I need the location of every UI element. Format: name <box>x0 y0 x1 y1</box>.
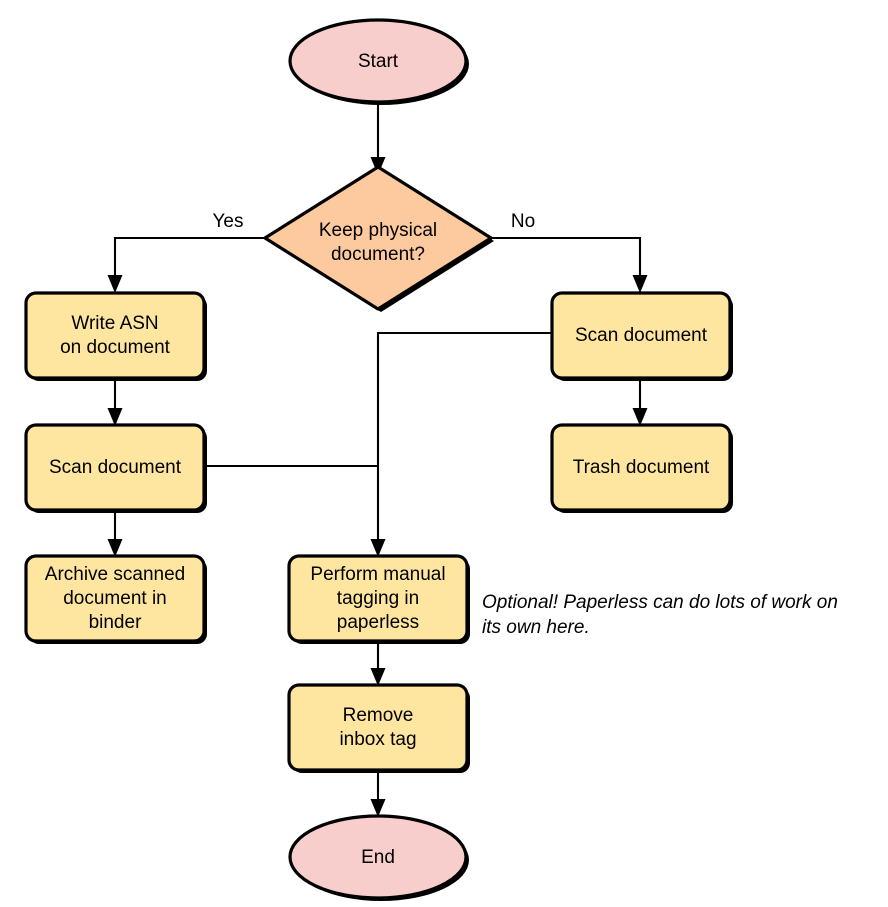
process-rect <box>287 683 469 772</box>
annotation-note-line1: Optional! Paperless can do lots of work … <box>482 592 838 613</box>
node-scan-right-label: Scan document <box>575 325 708 346</box>
node-scan-right[interactable]: Scan document <box>550 291 733 381</box>
node-start[interactable]: Start <box>288 18 469 105</box>
arrowhead-icon <box>370 539 386 557</box>
node-scan-left[interactable]: Scan document <box>24 423 207 513</box>
process-rect <box>24 291 206 380</box>
edge-label-no: No <box>511 211 535 232</box>
node-scan-left-label: Scan document <box>49 457 182 478</box>
process-rect <box>24 554 206 643</box>
edge-line <box>113 236 265 281</box>
process-rect <box>24 423 206 512</box>
node-archive[interactable]: Archive scanned document in binder <box>24 554 207 644</box>
arrowhead-icon <box>632 275 648 293</box>
process-rect <box>550 291 732 380</box>
arrowhead-icon <box>107 539 123 557</box>
node-end[interactable]: End <box>288 814 469 901</box>
edge-remove-inbox-to-end <box>370 770 386 817</box>
start-ellipse <box>288 18 468 104</box>
node-start-label: Start <box>358 51 399 72</box>
arrowhead-icon <box>370 799 386 817</box>
arrowhead-icon <box>370 668 386 686</box>
node-tagging-label-line1: Perform manual <box>310 564 445 585</box>
node-write-asn-label-line2: on document <box>60 337 171 358</box>
node-tagging-label-line3: paperless <box>337 612 419 633</box>
process-rect <box>287 554 469 643</box>
end-ellipse <box>288 814 468 900</box>
node-decision-label-line2: document? <box>331 244 425 265</box>
edge-scan-left-to-archive <box>107 510 123 557</box>
edge-tagging-to-remove-inbox <box>370 642 386 686</box>
edge-scan-right-to-tagging <box>370 331 552 557</box>
node-archive-label-line3: binder <box>89 612 142 633</box>
arrowhead-icon <box>632 408 648 426</box>
edge-label-yes: Yes <box>213 211 244 232</box>
node-tagging-label-line2: tagging in <box>337 588 419 609</box>
node-trash[interactable]: Trash document <box>550 423 733 513</box>
node-end-label: End <box>361 847 395 868</box>
edge-decision-yes-to-write-asn <box>107 236 265 293</box>
annotation-note: Optional! Paperless can do lots of work … <box>482 592 838 638</box>
node-remove-inbox-label-line2: inbox tag <box>339 729 416 750</box>
node-remove-inbox-label-line1: Remove <box>343 705 414 726</box>
edge-decision-no-to-scan-right <box>491 236 648 293</box>
edge-line <box>491 236 642 281</box>
node-archive-label-line1: Archive scanned <box>45 564 185 585</box>
arrowhead-icon <box>107 408 123 426</box>
node-decision[interactable]: Keep physical document? <box>263 165 494 312</box>
node-write-asn[interactable]: Write ASN on document <box>24 291 207 381</box>
edge-line <box>376 331 552 545</box>
node-archive-label-line2: document in <box>63 588 167 609</box>
node-tagging[interactable]: Perform manual tagging in paperless <box>287 554 470 644</box>
edge-write-asn-to-scan-left <box>107 378 123 426</box>
edge-start-to-decision <box>370 103 386 175</box>
edge-scan-right-to-trash <box>632 378 648 426</box>
decision-diamond <box>263 165 493 311</box>
node-trash-label: Trash document <box>573 457 710 478</box>
process-rect <box>550 423 732 512</box>
node-decision-label-line1: Keep physical <box>319 220 437 241</box>
annotation-note-line2: its own here. <box>482 617 590 638</box>
node-remove-inbox[interactable]: Remove inbox tag <box>287 683 470 773</box>
arrowhead-icon <box>107 275 123 293</box>
node-write-asn-label-line1: Write ASN <box>71 313 158 334</box>
